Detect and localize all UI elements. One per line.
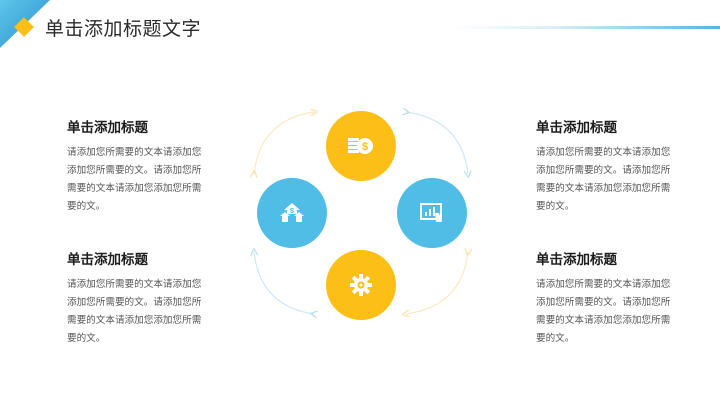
block-body: 请添加您所需要的文本请添加您添加您所需要的文。请添加您所需要的文本请添加您添加您…: [67, 147, 202, 212]
gear-icon: [350, 274, 372, 296]
cycle-diagram: $ $: [240, 100, 480, 320]
block-body: 请添加您所需要的文本请添加您添加您所需要的文。请添加您所需要的文本请添加您添加您…: [536, 147, 671, 212]
block-title: 单击添加标题: [67, 120, 148, 136]
arc-bottom-right: [406, 252, 468, 314]
cycle-arcs: [240, 100, 480, 320]
block-body: 请添加您所需要的文本请添加您添加您所需要的文。请添加您所需要的文本请添加您添加您…: [67, 279, 202, 344]
header-rule: [450, 26, 720, 29]
svg-text:$: $: [290, 208, 294, 215]
block-body: 请添加您所需要的文本请添加您添加您所需要的文。请添加您所需要的文本请添加您添加您…: [536, 279, 671, 344]
cycle-node-right: [397, 178, 467, 248]
block-title: 单击添加标题: [536, 120, 617, 136]
svg-text:$: $: [362, 141, 368, 153]
house-dollar-icon: $: [280, 203, 304, 222]
text-block-top-right: 单击添加标题 请添加您所需要的文本请添加您添加您所需要的文。请添加您所需要的文本…: [536, 116, 671, 216]
arc-bottom-left: [254, 252, 314, 314]
cycle-node-bottom: [326, 250, 396, 320]
cycle-node-top: $: [326, 111, 396, 181]
arc-top-left: [254, 112, 314, 174]
text-block-bottom-right: 单击添加标题 请添加您所需要的文本请添加您添加您所需要的文。请添加您所需要的文本…: [536, 248, 671, 348]
block-title: 单击添加标题: [67, 252, 148, 268]
cycle-node-left: $: [257, 178, 327, 248]
money-coins-icon: $: [348, 138, 373, 154]
text-block-bottom-left: 单击添加标题 请添加您所需要的文本请添加您添加您所需要的文。请添加您所需要的文本…: [67, 248, 202, 348]
tablet-chart-icon: [420, 203, 442, 222]
arc-top-right: [406, 112, 468, 174]
text-block-top-left: 单击添加标题 请添加您所需要的文本请添加您添加您所需要的文。请添加您所需要的文本…: [67, 116, 202, 216]
block-title: 单击添加标题: [536, 252, 617, 268]
page-title: 单击添加标题文字: [45, 18, 202, 40]
